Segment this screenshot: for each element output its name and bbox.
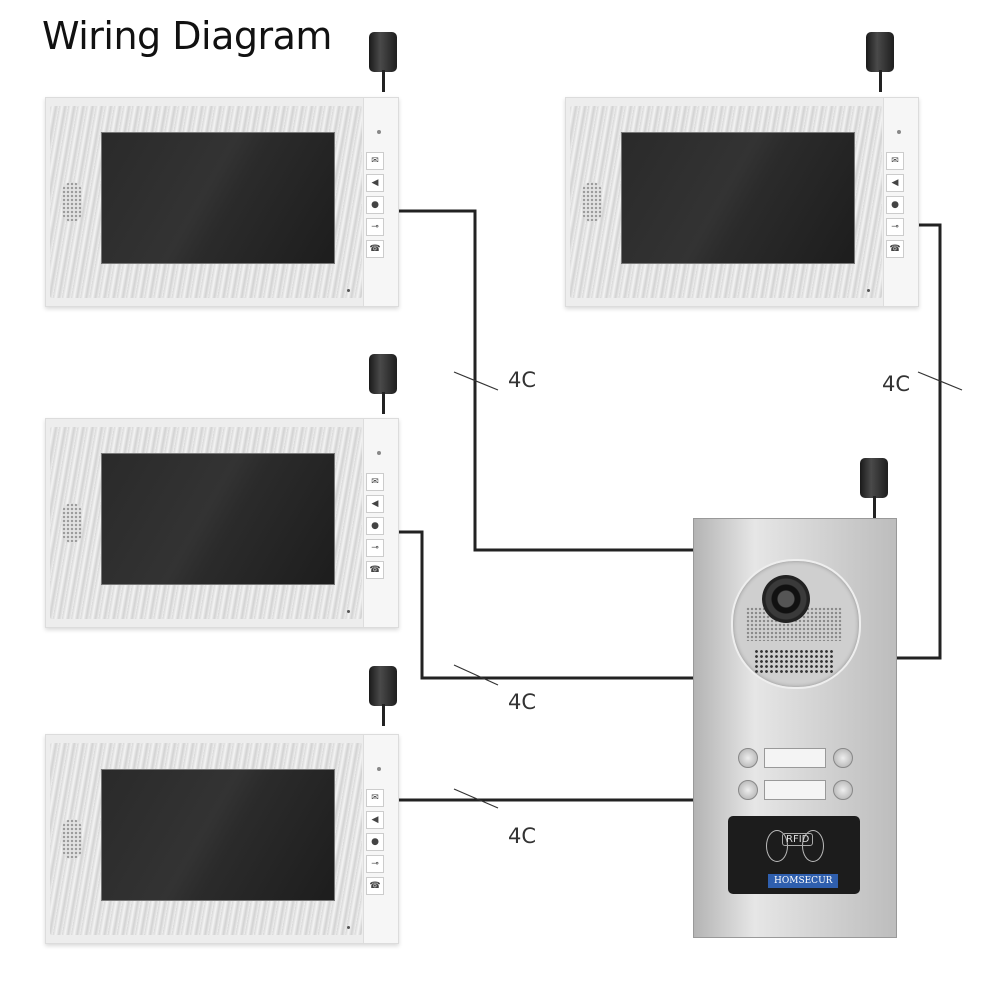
phone-icon: ☎ [886,240,904,258]
outdoor-door-station: RFID HOMSECUR [693,518,897,938]
indoor-monitor-2: ✉ ◀ ● ⊸ ☎ [565,97,919,307]
call-button-1 [738,748,758,768]
power-adapter-icon [369,666,397,726]
key-icon: ⊸ [366,539,384,557]
monitor-screen [101,453,335,585]
phone-icon: ☎ [366,877,384,895]
rfid-reader: RFID HOMSECUR [728,816,860,894]
call-button-3 [738,780,758,800]
wire-label-4: 4C [508,824,537,848]
brand-label: HOMSECUR [768,874,839,888]
mail-icon: ✉ [366,473,384,491]
call-button-4 [833,780,853,800]
wire-label-1: 4C [508,368,537,392]
wire-monitor-2 [896,223,942,660]
person-icon: ● [886,196,904,214]
power-adapter-icon [860,458,888,518]
phone-icon: ☎ [366,240,384,258]
speaker-volume-icon: ◀ [366,174,384,192]
mail-icon: ✉ [366,152,384,170]
monitor-speaker [62,182,82,222]
nameplate-1 [764,748,826,768]
monitor-speaker [62,819,82,859]
monitor-screen [101,769,335,901]
tick-3 [453,664,499,686]
person-icon: ● [366,517,384,535]
wire-label-3: 4C [508,690,537,714]
indoor-monitor-4: ✉ ◀ ● ⊸ ☎ [45,734,399,944]
tick-2 [917,371,963,391]
monitor-speaker [62,503,82,543]
rfid-label: RFID [782,833,814,846]
nameplate-2 [764,780,826,800]
tick-4 [453,788,499,809]
power-adapter-icon [369,32,397,92]
power-adapter-icon [369,354,397,414]
monitor-screen [621,132,855,264]
monitor-speaker [582,182,602,222]
camera-lens-icon [762,575,810,623]
indoor-monitor-1: ✉ ◀ ● ⊸ ☎ [45,97,399,307]
speaker-volume-icon: ◀ [886,174,904,192]
speaker-volume-icon: ◀ [366,495,384,513]
power-adapter-icon [866,32,894,92]
person-icon: ● [366,833,384,851]
phone-icon: ☎ [366,561,384,579]
speaker-volume-icon: ◀ [366,811,384,829]
mail-icon: ✉ [366,789,384,807]
mail-icon: ✉ [886,152,904,170]
person-icon: ● [366,196,384,214]
key-icon: ⊸ [886,218,904,236]
diagram-title: Wiring Diagram [42,14,332,58]
indoor-monitor-3: ✉ ◀ ● ⊸ ☎ [45,418,399,628]
key-icon: ⊸ [366,855,384,873]
speaker-grille [754,649,834,673]
monitor-screen [101,132,335,264]
wire-monitor-3 [398,530,693,680]
key-icon: ⊸ [366,218,384,236]
call-button-2 [833,748,853,768]
wire-label-2: 4C [882,372,911,396]
tick-1 [453,371,499,391]
